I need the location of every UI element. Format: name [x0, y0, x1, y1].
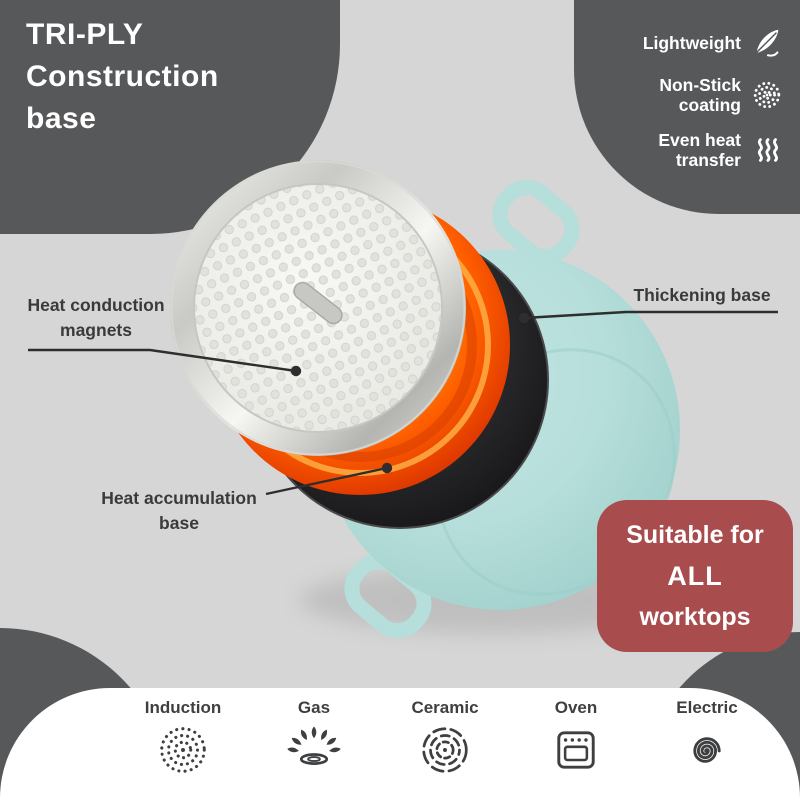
feature-even-heat: Even heat transfer: [584, 130, 784, 170]
title-line-1: TRI-PLY: [26, 18, 144, 51]
worktop-ceramic: Ceramic: [397, 698, 493, 779]
heat-waves-icon: [750, 133, 784, 167]
conduction-marker-dot: [290, 365, 302, 377]
feather-icon: [750, 26, 784, 60]
callout-heat-conduction-magnets: Heat conduction magnets: [27, 295, 165, 340]
feature-label: Even heat transfer: [658, 130, 741, 170]
callout-heat-accumulation-base: Heat accumulation base: [101, 488, 257, 533]
worktop-gas: Gas: [266, 698, 362, 779]
feature-nonstick: Non-Stick coating: [584, 75, 784, 115]
worktop-induction: Induction: [135, 698, 231, 779]
worktop-electric: Electric: [659, 698, 755, 779]
feature-lightweight: Lightweight: [584, 26, 784, 60]
gas-burner-icon: [285, 721, 343, 779]
suitable-worktops-badge: Suitable for ALL worktops: [597, 500, 793, 652]
conduction-leader-line: [28, 348, 297, 373]
thickening-leader-line: [523, 310, 778, 320]
feature-label: Non-Stick coating: [659, 75, 741, 115]
accumulation-marker-dot: [381, 462, 393, 474]
page-title: TRI-PLY Construction base: [26, 14, 219, 140]
callout-lines: [28, 310, 778, 496]
pot-handle-top: [492, 179, 580, 265]
accumulation-leader-line: [265, 466, 388, 496]
title-line-2: Construction: [26, 60, 219, 93]
feature-label: Lightweight: [642, 33, 741, 53]
title-line-3: base: [26, 102, 97, 135]
thickening-marker-dot: [518, 312, 530, 324]
callout-thickening-base: Thickening base: [633, 285, 771, 305]
ceramic-hob-icon: [416, 721, 474, 779]
worktop-oven: Oven: [528, 698, 624, 779]
conduction-plate-outline: [170, 160, 466, 456]
top-left-panel: TRI-PLY Construction base: [0, 0, 340, 234]
oven-icon: [547, 721, 605, 779]
brand-logo-pill: [293, 281, 343, 325]
induction-icon: [154, 721, 212, 779]
worktop-compatibility-row: Induction Gas: [135, 688, 755, 800]
worktop-band: [0, 688, 800, 800]
top-right-panel: Lightweight Non-Stick coating: [574, 0, 800, 214]
conduction-plate-edge: [193, 183, 443, 433]
electric-coil-icon: [678, 721, 736, 779]
feature-list: Lightweight Non-Stick coating: [584, 26, 784, 185]
dotted-circle-icon: [750, 78, 784, 112]
